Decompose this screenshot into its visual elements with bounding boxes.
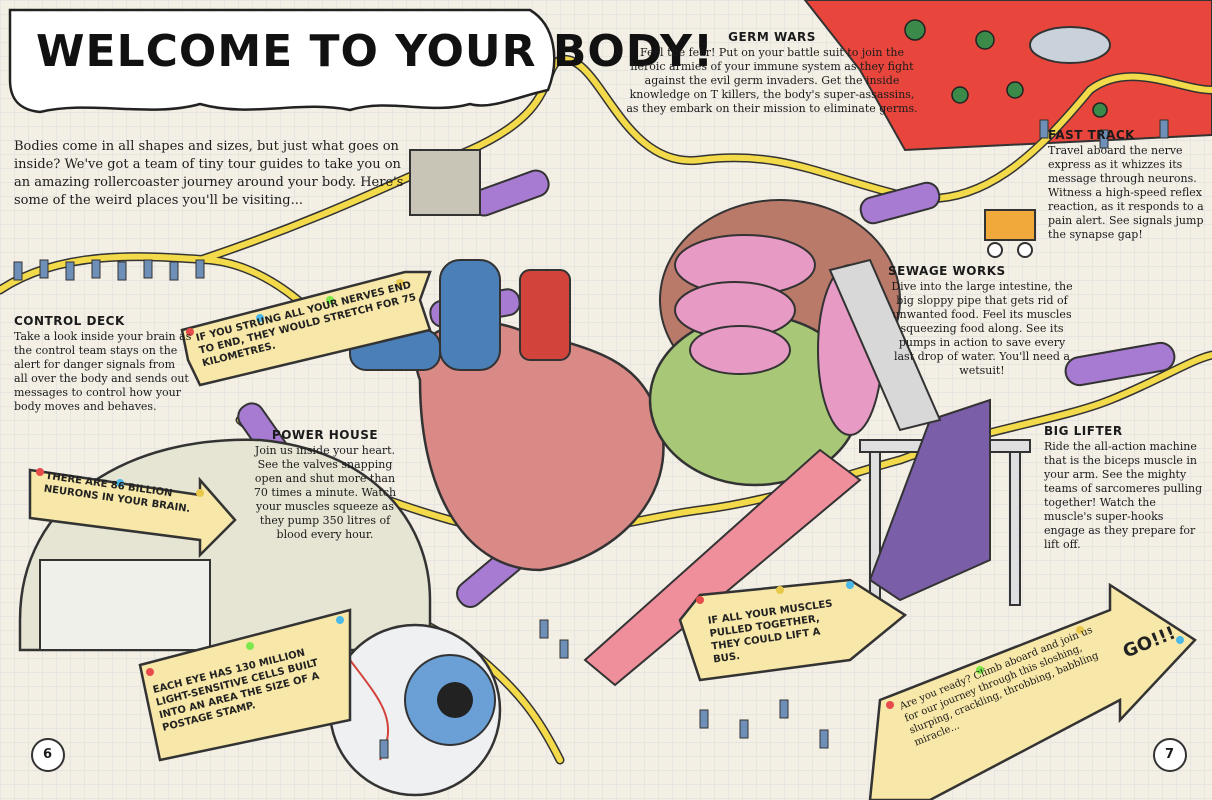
- intestine-illustration: [648, 199, 901, 487]
- sewage-works-body: Dive into the large intestine, the big s…: [891, 280, 1073, 377]
- control-deck-heading: CONTROL DECK: [14, 314, 125, 328]
- big-lifter-heading: BIG LIFTER: [1044, 424, 1123, 438]
- big-lifter-body: Ride the all-action machine that is the …: [1044, 440, 1203, 551]
- page-number-left: 6: [43, 747, 53, 762]
- power-house-body: Join us inside your heart. See the valve…: [253, 444, 397, 541]
- muscle-beam: [583, 448, 862, 687]
- power-house-section: POWER HOUSE Join us inside your heart. S…: [250, 428, 400, 542]
- page-title: WELCOME TO YOUR BODY!: [36, 26, 715, 77]
- sign-shapes: [28, 270, 1197, 800]
- germ-wars-heading: GERM WARS: [728, 30, 816, 44]
- cart-icon: [984, 209, 1036, 258]
- germ-wars-body: Feel the fear! Put on your battle suit t…: [626, 46, 918, 115]
- page-number-right: 7: [1165, 747, 1175, 762]
- page-badge-right: [1153, 738, 1187, 772]
- intro-text: Bodies come in all shapes and sizes, but…: [14, 139, 404, 208]
- control-building: [409, 149, 481, 216]
- control-deck-body: Take a look inside your brain as the con…: [14, 330, 192, 413]
- germ-arena: [803, 0, 1212, 152]
- germ-wars-section: GERM WARS Feel the fear! Put on your bat…: [622, 30, 922, 116]
- fast-track-section: FAST TRACK Travel aboard the nerve expre…: [1048, 128, 1208, 242]
- tour-guides: [13, 119, 1169, 759]
- sewage-works-heading: SEWAGE WORKS: [888, 264, 1006, 278]
- big-lifter-machine: [859, 398, 1031, 606]
- eyeball-illustration: [328, 623, 502, 797]
- tank-icon: [1029, 26, 1111, 64]
- page-badge-left: [31, 738, 65, 772]
- stairs: [828, 258, 942, 432]
- sewage-works-section: SEWAGE WORKS Dive into the large intesti…: [888, 264, 1076, 378]
- control-deck-section: CONTROL DECK Take a look inside your bra…: [14, 314, 192, 414]
- germ-icons: [904, 19, 1108, 118]
- big-lifter-section: BIG LIFTER Ride the all-action machine t…: [1044, 424, 1204, 552]
- fast-track-body: Travel aboard the nerve express as it wh…: [1048, 144, 1204, 241]
- fast-track-heading: FAST TRACK: [1048, 128, 1135, 142]
- sign-bulbs: [36, 279, 1184, 709]
- power-house-heading: POWER HOUSE: [271, 428, 379, 442]
- title-cloud: [8, 8, 556, 114]
